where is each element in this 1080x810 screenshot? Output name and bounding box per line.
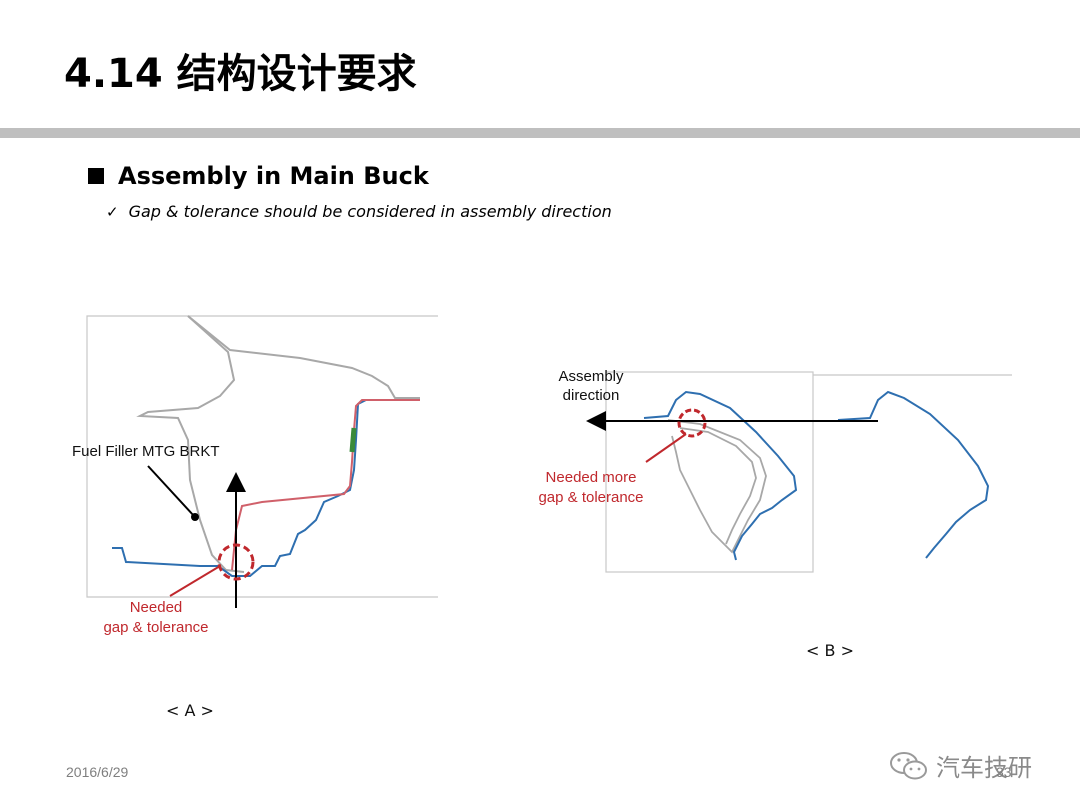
- figure-b-bracket-inner: [679, 427, 757, 545]
- figure-b-bracket-outer: [667, 419, 767, 554]
- figure-b-blue-panel-installed: [643, 390, 798, 561]
- square-bullet-icon: [88, 168, 104, 184]
- figure-a-part-leader-dot: [191, 513, 199, 521]
- figure-b-caption: < B >: [806, 641, 854, 660]
- watermark-text: 汽车技研: [936, 754, 1032, 782]
- figure-a-note-pointer: [169, 565, 221, 597]
- figure-b-note-pointer: [645, 433, 687, 463]
- wechat-icon: [890, 751, 927, 779]
- figure-b-direction-line1: Assembly: [558, 368, 624, 385]
- figure-b-gap-circle: [677, 408, 707, 438]
- figure-a-part-label: Fuel Filler MTG BRKT: [72, 443, 220, 460]
- figure-a-bracket-outline: [136, 315, 245, 573]
- sub-bullet-row: ✓ Gap & tolerance should be considered i…: [106, 202, 612, 221]
- figure-a-green-mark: [349, 427, 357, 453]
- figure-b-note-line1: Needed more: [546, 469, 637, 486]
- figure-a-part-leader: [147, 465, 195, 517]
- figure-a-body-outline: [187, 315, 420, 399]
- figure-a: Fuel Filler MTG BRKT Needed gap & tolera…: [72, 315, 438, 720]
- figure-b-note-line2: gap & tolerance: [538, 489, 643, 506]
- watermark: 汽车技研: [888, 748, 1032, 783]
- bullet-heading-row: Assembly in Main Buck: [88, 160, 429, 192]
- footer-date: 2016/6/29: [66, 764, 129, 780]
- figure-b-blue-panel-incoming: [837, 390, 990, 559]
- slide-title: 4.14 结构设计要求: [64, 51, 417, 97]
- figure-b: Assembly direction Needed more gap & tol…: [538, 368, 1012, 660]
- sub-bullet-text: Gap & tolerance should be considered in …: [128, 202, 612, 221]
- figure-b-direction-line2: direction: [563, 387, 620, 404]
- figure-b-frame: [605, 371, 814, 573]
- figure-a-gap-circle: [217, 543, 255, 581]
- figure-a-caption: < A >: [166, 701, 214, 720]
- section-heading: Assembly in Main Buck: [118, 162, 429, 190]
- title-divider: [0, 128, 1080, 138]
- figure-a-note-line1: Needed: [130, 599, 183, 616]
- figure-a-blue-panel: [112, 399, 420, 577]
- figure-a-note-line2: gap & tolerance: [103, 619, 208, 636]
- page-number: 33: [996, 764, 1012, 780]
- figure-a-frame: [86, 315, 438, 598]
- figure-a-red-part: [231, 399, 420, 571]
- checkmark-icon: ✓: [106, 202, 119, 221]
